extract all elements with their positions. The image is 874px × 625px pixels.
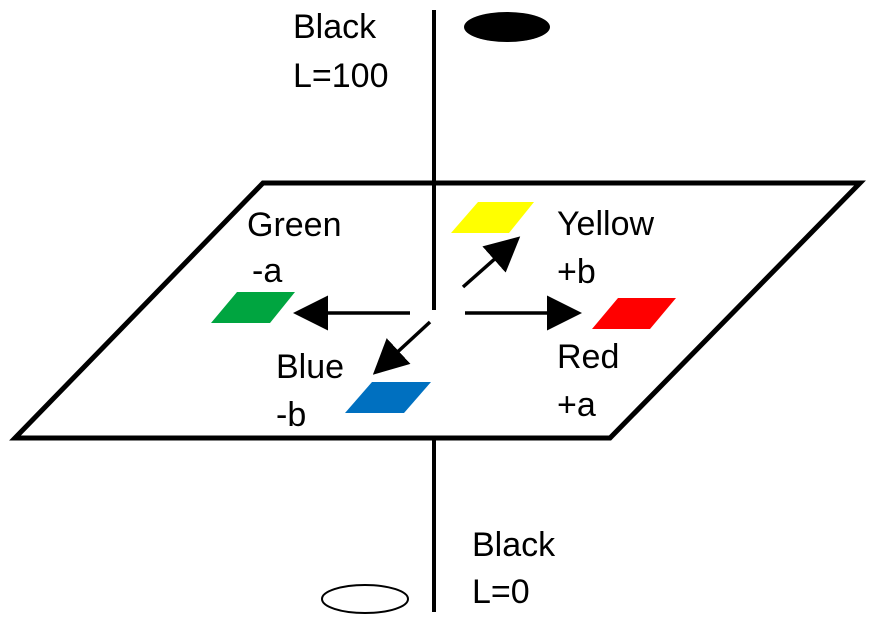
green-swatch	[211, 292, 295, 323]
green-axis-label: -a	[252, 252, 282, 290]
blue-name-label: Blue	[276, 348, 344, 386]
bottom-name-label: Black	[472, 526, 556, 564]
red-swatch	[592, 298, 676, 329]
red-axis-label: +a	[557, 386, 596, 424]
color-plane	[9, 180, 866, 441]
red-name-label: Red	[557, 338, 619, 376]
top-name-label: Black	[293, 8, 377, 46]
top-value-label: L=100	[293, 57, 389, 95]
yellow-swatch	[451, 202, 534, 233]
blue-axis-label: -b	[276, 396, 306, 434]
arrow-yellow-plus-b	[461, 236, 521, 289]
green-name-label: Green	[247, 206, 342, 244]
yellow-axis-label: +b	[557, 253, 596, 291]
arrow-blue-minus-b	[372, 320, 432, 375]
top-ellipse	[464, 12, 550, 42]
bottom-value-label: L=0	[472, 573, 530, 611]
blue-swatch	[345, 382, 431, 413]
yellow-name-label: Yellow	[557, 205, 654, 243]
bottom-ellipse	[321, 584, 409, 614]
